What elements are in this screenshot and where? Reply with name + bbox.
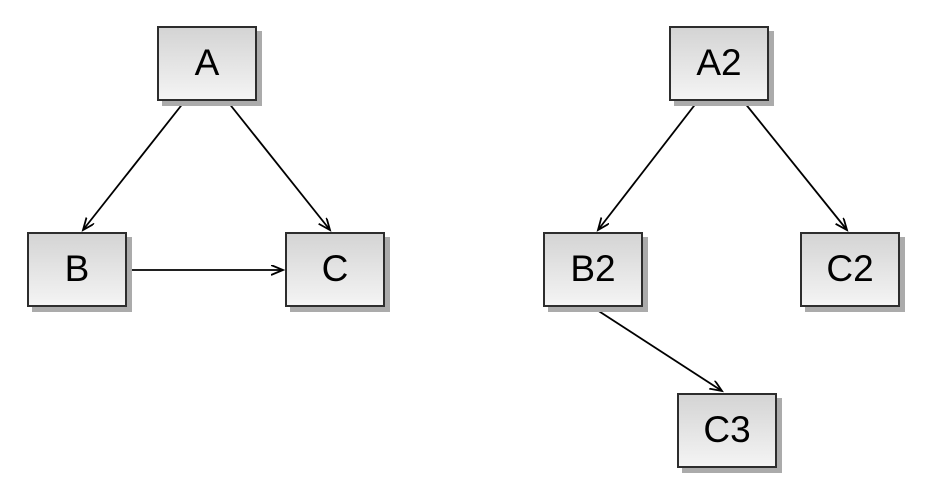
- node-C2[interactable]: C2: [800, 232, 900, 307]
- node-A2[interactable]: A2: [669, 26, 769, 101]
- node-label: C: [321, 248, 349, 289]
- edge-A2-C2: [743, 101, 847, 230]
- edge-A-B: [83, 101, 185, 230]
- edge-B2-C3: [593, 307, 722, 391]
- edge-A2-B2: [598, 101, 698, 230]
- edge-A-C: [227, 101, 330, 230]
- node-label: B2: [570, 248, 616, 289]
- node-B2[interactable]: B2: [543, 232, 643, 307]
- node-B[interactable]: B: [27, 232, 127, 307]
- node-C3[interactable]: C3: [677, 393, 777, 468]
- node-C[interactable]: C: [285, 232, 385, 307]
- node-label: B: [64, 248, 90, 289]
- node-A[interactable]: A: [157, 26, 257, 101]
- node-label: C3: [703, 409, 751, 450]
- node-label: C2: [826, 248, 874, 289]
- node-label: A2: [696, 42, 742, 83]
- node-label: A: [194, 42, 220, 83]
